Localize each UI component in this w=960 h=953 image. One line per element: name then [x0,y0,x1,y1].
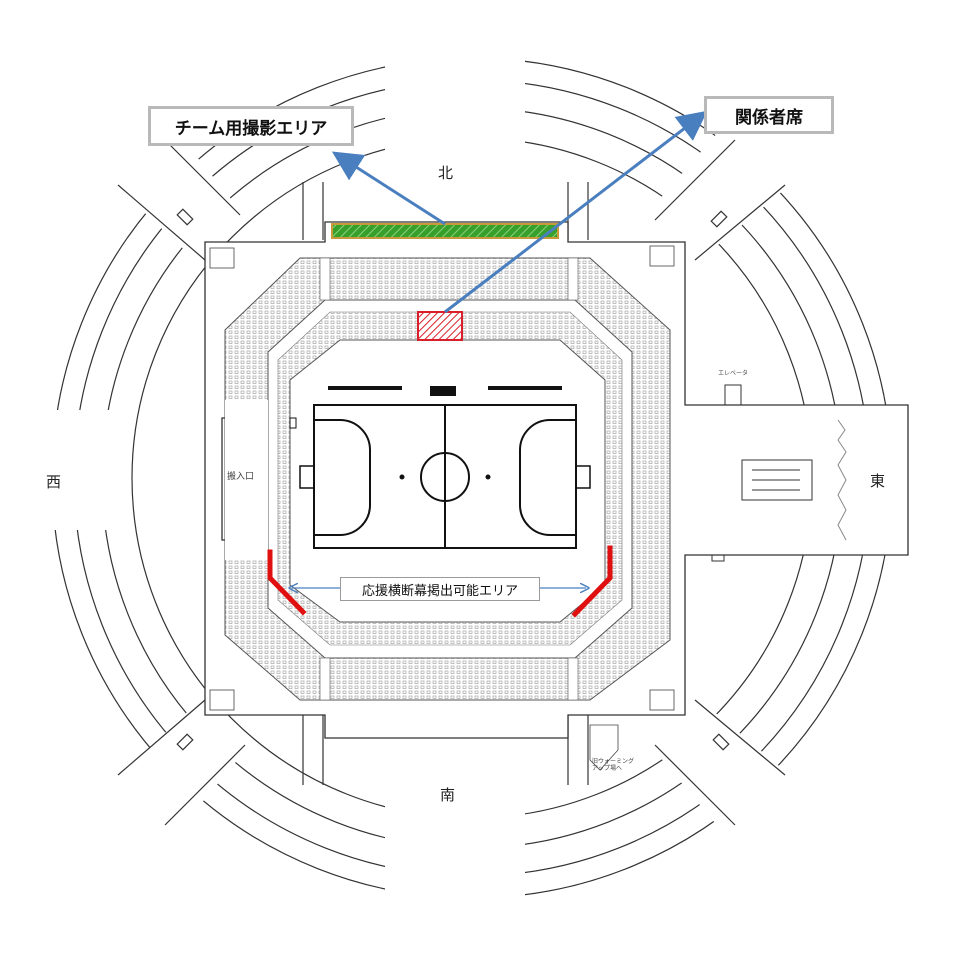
team-photo-area-label: チーム用撮影エリア [148,106,354,146]
direction-south: 南 [440,786,456,804]
bench-markers [328,386,562,396]
warmup-label: 旧ウォーミングアップ場へ [592,758,635,772]
team-photo-area-arrow [331,151,446,226]
direction-east: 東 [870,472,886,490]
road-cuts [20,50,940,915]
direction-west: 西 [46,473,62,491]
officials-seats-label: 関係者席 [704,96,834,134]
entrance-label: 搬入口 [227,472,255,482]
east-hall [711,384,847,562]
elevator-label: エレベータ [718,370,749,377]
officials-seats-arrow [444,110,708,314]
diagonal-roads [117,139,786,826]
futsal-court [289,404,591,549]
officials-seats-zone [417,311,463,341]
corner-rooms [209,245,675,771]
direction-north: 北 [438,164,454,182]
team-photo-area-zone [331,223,559,239]
banner-area-zones [267,545,613,618]
banner-area-label: 応援横断幕掲出可能エリア [340,577,540,601]
